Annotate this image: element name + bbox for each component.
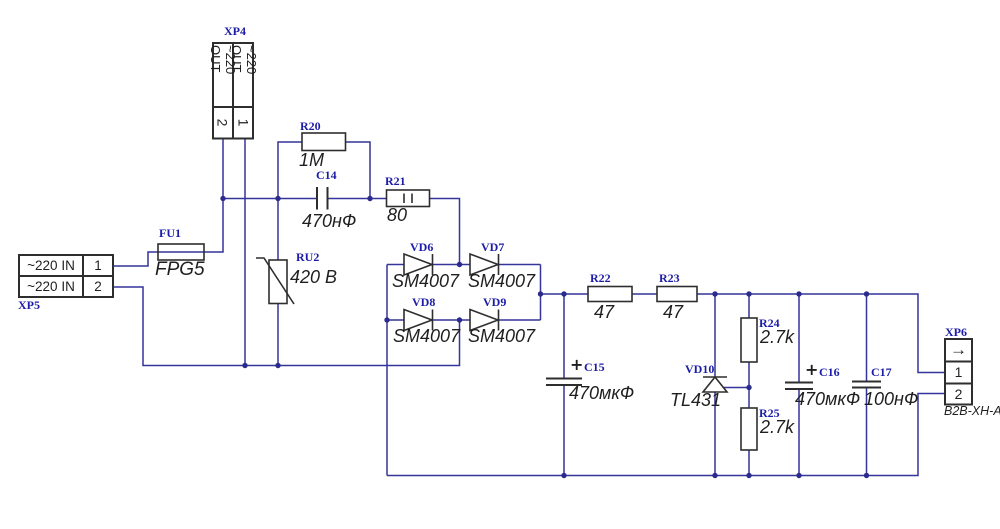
xp4-pin2-label: ~220 OUT — [208, 45, 238, 75]
xp6-pin2-number: 2 — [954, 385, 963, 402]
r24-resistor-symbol[interactable] — [740, 317, 758, 363]
r25-ref-label: R25 — [759, 406, 780, 420]
xp6-ref-label: XP6 — [945, 325, 967, 339]
c15-polarity-sign: + — [570, 355, 584, 374]
c17-capacitor-symbol[interactable] — [852, 380, 881, 389]
r21-resistor-symbol[interactable] — [385, 189, 431, 208]
vd6-value-label: SM4007 — [392, 271, 460, 291]
r20-ref-label: R20 — [300, 119, 321, 133]
vd7-diode-symbol[interactable] — [469, 252, 501, 277]
vd10-ref-label: VD10 — [685, 362, 715, 376]
r22-value-label: 47 — [594, 302, 615, 322]
vd6-diode-symbol[interactable] — [403, 252, 435, 277]
c16-value-label: 470мкФ — [795, 389, 861, 409]
c16-capacitor-symbol[interactable] — [785, 381, 813, 390]
r21-value-label: 80 — [387, 205, 408, 225]
vd8-diode-symbol[interactable] — [403, 308, 435, 332]
fu1-ref-label: FU1 — [159, 226, 181, 240]
xp6-plug-arrow-icon: → — [950, 340, 967, 359]
wire-fuse-line — [113, 138, 224, 267]
c15-ref-label: C15 — [584, 360, 605, 374]
c17-value-label: 100нФ — [864, 389, 919, 409]
wire-r21-out — [429, 197, 461, 265]
wire-neutral — [113, 286, 461, 367]
r23-resistor-symbol[interactable] — [656, 285, 698, 303]
r20-value-label: 1M — [299, 150, 325, 170]
xp5-ref-label: XP5 — [18, 298, 40, 312]
r25-resistor-symbol[interactable] — [740, 407, 758, 451]
r21-ref-label: R21 — [385, 174, 406, 188]
xp5-row1-label: ~220 IN — [27, 258, 75, 273]
r22-resistor-symbol[interactable] — [587, 285, 633, 303]
wire-r20-left — [277, 141, 302, 199]
xp5-row2-label: ~220 IN — [27, 279, 75, 294]
ru2-value-label: 420 В — [290, 267, 338, 287]
r22-ref-label: R22 — [590, 271, 611, 285]
xp4-connector-symbol[interactable] — [212, 42, 254, 140]
ru2-ref-label: RU2 — [296, 250, 320, 264]
fu1-value-label: FPG5 — [155, 259, 205, 280]
c16-polarity-sign: + — [805, 360, 819, 379]
vd9-value-label: SM4007 — [468, 326, 536, 346]
vd10-tl431-symbol[interactable] — [701, 375, 729, 393]
wires — [113, 138, 945, 477]
vd6-ref-label: VD6 — [410, 240, 434, 254]
vd9-ref-label: VD9 — [483, 295, 507, 309]
r24-value-label: 2.7k — [760, 327, 795, 347]
r23-value-label: 47 — [663, 302, 684, 322]
c15-capacitor-symbol[interactable] — [546, 377, 582, 386]
xp4-pin1-label: ~220 OUT — [228, 45, 259, 75]
vd7-ref-label: VD7 — [481, 240, 505, 254]
fu1-fuse-symbol[interactable] — [157, 243, 205, 261]
c16-ref-label: C16 — [819, 365, 840, 379]
wire-dc-minus — [387, 392, 945, 477]
xp5-row2-number: 2 — [94, 279, 102, 294]
component-symbols — [18, 42, 973, 451]
c17-ref-label: C17 — [871, 365, 892, 379]
r21-power-marks — [403, 193, 413, 203]
c14-ref-label: C14 — [316, 168, 337, 182]
c15-value-label: 470мкФ — [569, 383, 635, 403]
r25-value-label: 2.7k — [760, 417, 795, 437]
xp4-ref-label: XP4 — [224, 24, 246, 38]
xp6-part-label: B2B-XH-A — [944, 404, 1000, 418]
r24-ref-label: R24 — [759, 316, 780, 330]
vd9-diode-symbol[interactable] — [469, 308, 501, 332]
xp5-row1-number: 1 — [94, 258, 102, 273]
xp4-pin1-number: 1 — [235, 118, 252, 127]
junction-dots — [220, 195, 870, 479]
wire-r20-right — [345, 141, 371, 199]
vd10-value-label: TL431 — [670, 390, 722, 410]
c14-capacitor-symbol[interactable] — [316, 187, 329, 210]
vd8-ref-label: VD8 — [412, 295, 436, 309]
r23-ref-label: R23 — [659, 271, 680, 285]
xp6-connector-symbol[interactable] — [944, 338, 973, 406]
c14-value-label: 470нФ — [302, 211, 357, 231]
xp5-connector-symbol[interactable] — [18, 254, 114, 298]
r20-resistor-symbol[interactable] — [301, 132, 347, 152]
xp6-pin1-number: 1 — [954, 364, 963, 380]
vd7-value-label: SM4007 — [468, 271, 536, 291]
ru2-varistor-symbol[interactable] — [256, 257, 295, 305]
xp4-pin2-number: 2 — [215, 118, 231, 127]
vd8-value-label: SM4007 — [393, 326, 461, 346]
